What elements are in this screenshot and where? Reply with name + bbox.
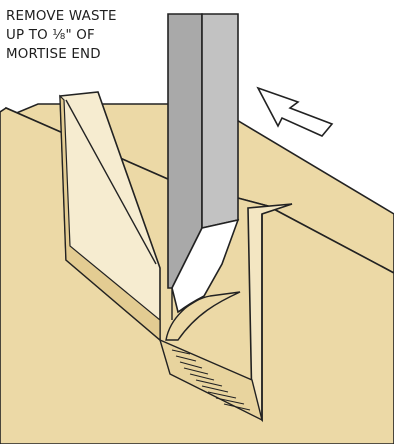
caption-line-1: REMOVE WASTE bbox=[6, 7, 176, 26]
caption-line-2: UP TO ⅛" OF bbox=[6, 26, 176, 45]
chisel-shank-right bbox=[202, 14, 238, 228]
caption-line-3: MORTISE END bbox=[6, 45, 176, 64]
caption: REMOVE WASTE UP TO ⅛" OF MORTISE END bbox=[6, 7, 176, 64]
arrow-icon bbox=[258, 88, 332, 136]
